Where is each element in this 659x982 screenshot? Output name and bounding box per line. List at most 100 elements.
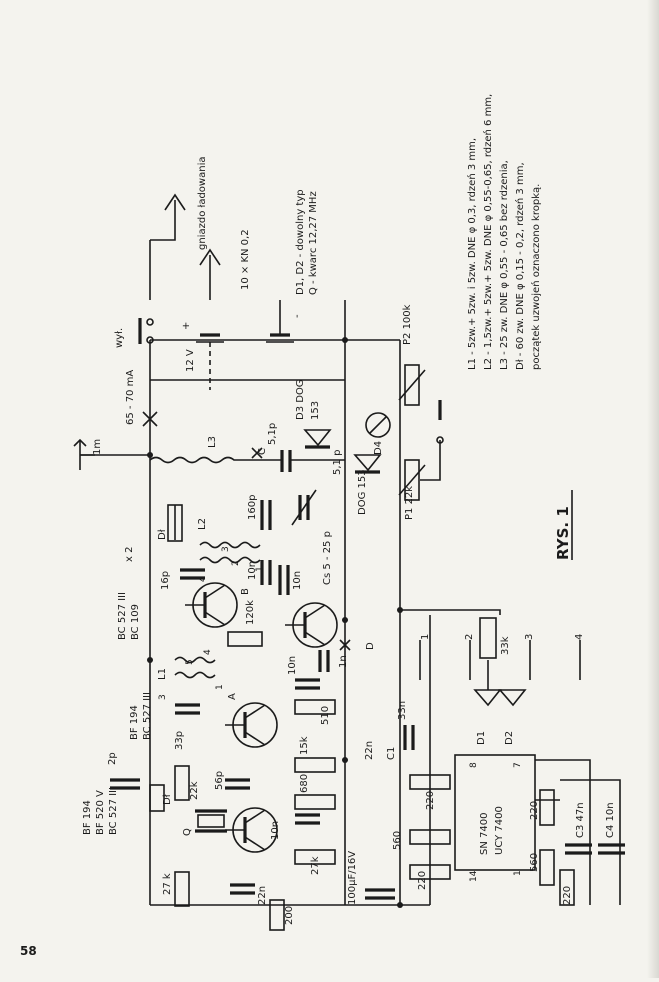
- label-bf194-a: BF 194: [129, 705, 140, 740]
- label-15k: 15k: [299, 736, 310, 755]
- label-510: 510: [320, 706, 331, 725]
- label-10n-b: 10n: [292, 571, 303, 590]
- switch-contact-b: [146, 336, 154, 344]
- label-charge-socket: gniazdo ładowania: [197, 157, 208, 250]
- label-22n-a: 22n: [257, 886, 268, 905]
- label-bf520: BF 520 V: [95, 790, 106, 835]
- label-10n-c: 10n: [287, 656, 298, 675]
- label-l1-5: 5: [185, 659, 195, 665]
- label-d1: D1: [476, 731, 487, 745]
- label-160p: 160p: [247, 495, 258, 520]
- label-antenna: 1m: [92, 439, 103, 455]
- r33k-body: [479, 617, 497, 659]
- label-220-c: 220: [529, 801, 540, 820]
- label-33k: 33k: [500, 636, 511, 655]
- label-200: 200: [284, 906, 295, 925]
- page-edge-shade: [647, 0, 659, 978]
- oscillator-stage: L1 3 5 4 1 A 33p BF 194 BC 527 III 10n 5…: [82, 452, 403, 931]
- dl-top-body: [167, 504, 183, 542]
- label-cs: Cs 5 - 25 p: [322, 531, 333, 585]
- p1-body: [404, 459, 420, 501]
- label-n2: 2: [464, 634, 475, 640]
- r560-b-body: [539, 849, 555, 886]
- r560-a-body: [409, 829, 451, 845]
- label-plus: +: [181, 322, 192, 330]
- label-c51p-b: 5,1 p: [332, 450, 343, 475]
- label-n1: 1: [420, 634, 431, 640]
- ic-sn7400-body: [454, 754, 536, 871]
- output-stage: 1m 65 - 70 mA L3 C 5,1p D3 DOG 153 D4 5,…: [73, 304, 444, 520]
- switch-contact-a: [146, 318, 154, 326]
- label-current: 65 - 70 mA: [125, 370, 136, 425]
- r120k-body: [227, 631, 263, 647]
- label-c51p-a: 5,1p: [267, 423, 278, 445]
- label-pin1: 1: [513, 870, 523, 876]
- coil-note-l2: L2 - 1,5zw.+ 5zw.+ 5zw. DNE φ 0,55-0,65,…: [482, 94, 494, 370]
- label-l3: L3: [207, 436, 218, 448]
- r680-body: [294, 794, 336, 810]
- r220-b-body: [409, 864, 451, 880]
- r27k-a-body: [294, 849, 336, 865]
- label-l1-4: 4: [203, 649, 213, 655]
- r220-c-body: [539, 789, 555, 826]
- label-pin14: 14: [469, 870, 479, 882]
- supply-rails: [149, 339, 431, 906]
- label-l2: L2: [197, 518, 208, 530]
- label-27k-a: 27k: [310, 856, 321, 875]
- label-wyl: wył.: [114, 328, 125, 348]
- label-d4: D4: [373, 441, 384, 455]
- dl-left-body: [149, 784, 165, 812]
- label-120k: 120k: [245, 600, 256, 625]
- label-220-d: 220: [562, 886, 573, 905]
- coil-note-l3: L3 - 25 zw. DNE φ 0,55 - 0,65 bez rdzeni…: [499, 160, 510, 370]
- r22k-body: [174, 765, 190, 801]
- coil-notes: L1 - 5zw.+ 5zw. i 5zw. DNE φ 0,3, rdzeń …: [466, 94, 542, 370]
- label-16p: 16p: [160, 571, 171, 590]
- r15k-body: [294, 757, 336, 773]
- label-d: D: [365, 642, 376, 650]
- figure-label: RYS. 1: [554, 490, 573, 560]
- label-l2-1: 1: [255, 566, 265, 572]
- coil-note-dl: Dł - 60 zw. DNE φ 0,15 - 0,2, rdzeń 3 mm…: [514, 162, 526, 370]
- label-10n-d: 10n: [270, 821, 281, 840]
- r220-a-body: [409, 774, 451, 790]
- label-pin8: 8: [469, 762, 479, 768]
- meter-circle: [365, 412, 391, 438]
- label-sn7400: SN 7400: [479, 813, 490, 855]
- crystal-body: [197, 814, 225, 828]
- label-100uf: 100μF/16V: [347, 851, 358, 905]
- label-p1: P1 22k: [404, 486, 415, 520]
- label-dog153: DOG 153: [357, 469, 368, 515]
- label-560-a: 560: [392, 831, 403, 850]
- modulator-section: 33k D1 D2 1 2 3 4 SN 7400 UCY 7400 8 7 1…: [364, 609, 625, 906]
- label-bc527-b: BC 527 III: [108, 787, 119, 835]
- label-a: A: [227, 693, 238, 700]
- label-p2: P2 100k: [402, 304, 413, 345]
- label-d2: D2: [504, 731, 515, 745]
- label-crystal-note: Q - kwarc 12,27 MHz: [308, 191, 319, 295]
- label-bc527: BC 527 III: [117, 592, 128, 640]
- figure-title: RYS. 1: [554, 506, 572, 560]
- label-bf194-b: BF 194: [82, 800, 93, 835]
- label-33n: 33n: [397, 701, 408, 720]
- label-ucy7400: UCY 7400: [494, 806, 505, 855]
- coil-note-l1: L1 - 5zw.+ 5zw. i 5zw. DNE φ 0,3, rdzeń …: [466, 138, 478, 370]
- label-minus: -: [292, 314, 303, 318]
- label-220-b: 220: [417, 871, 428, 890]
- r510-body: [294, 699, 336, 715]
- p2-body: [404, 364, 420, 406]
- r200-body: [269, 899, 285, 931]
- page-number: 58: [20, 944, 37, 958]
- label-56p: 56p: [214, 771, 225, 790]
- tripler-stage: 160p Cs 5 - 25 p Dł L2 4 3 2 1 10n 10n 1…: [117, 489, 376, 672]
- label-2p: 2p: [107, 752, 118, 765]
- label-d3: D3 DOG: [295, 379, 306, 420]
- r220-d-body: [559, 869, 575, 906]
- label-l2-2: 2: [231, 560, 241, 566]
- label-680: 680: [299, 774, 310, 793]
- label-n3: 3: [524, 634, 535, 640]
- label-d3n: 153: [310, 401, 321, 420]
- coil-note-start: początek uzwojeń oznaczono kropką.: [530, 184, 542, 370]
